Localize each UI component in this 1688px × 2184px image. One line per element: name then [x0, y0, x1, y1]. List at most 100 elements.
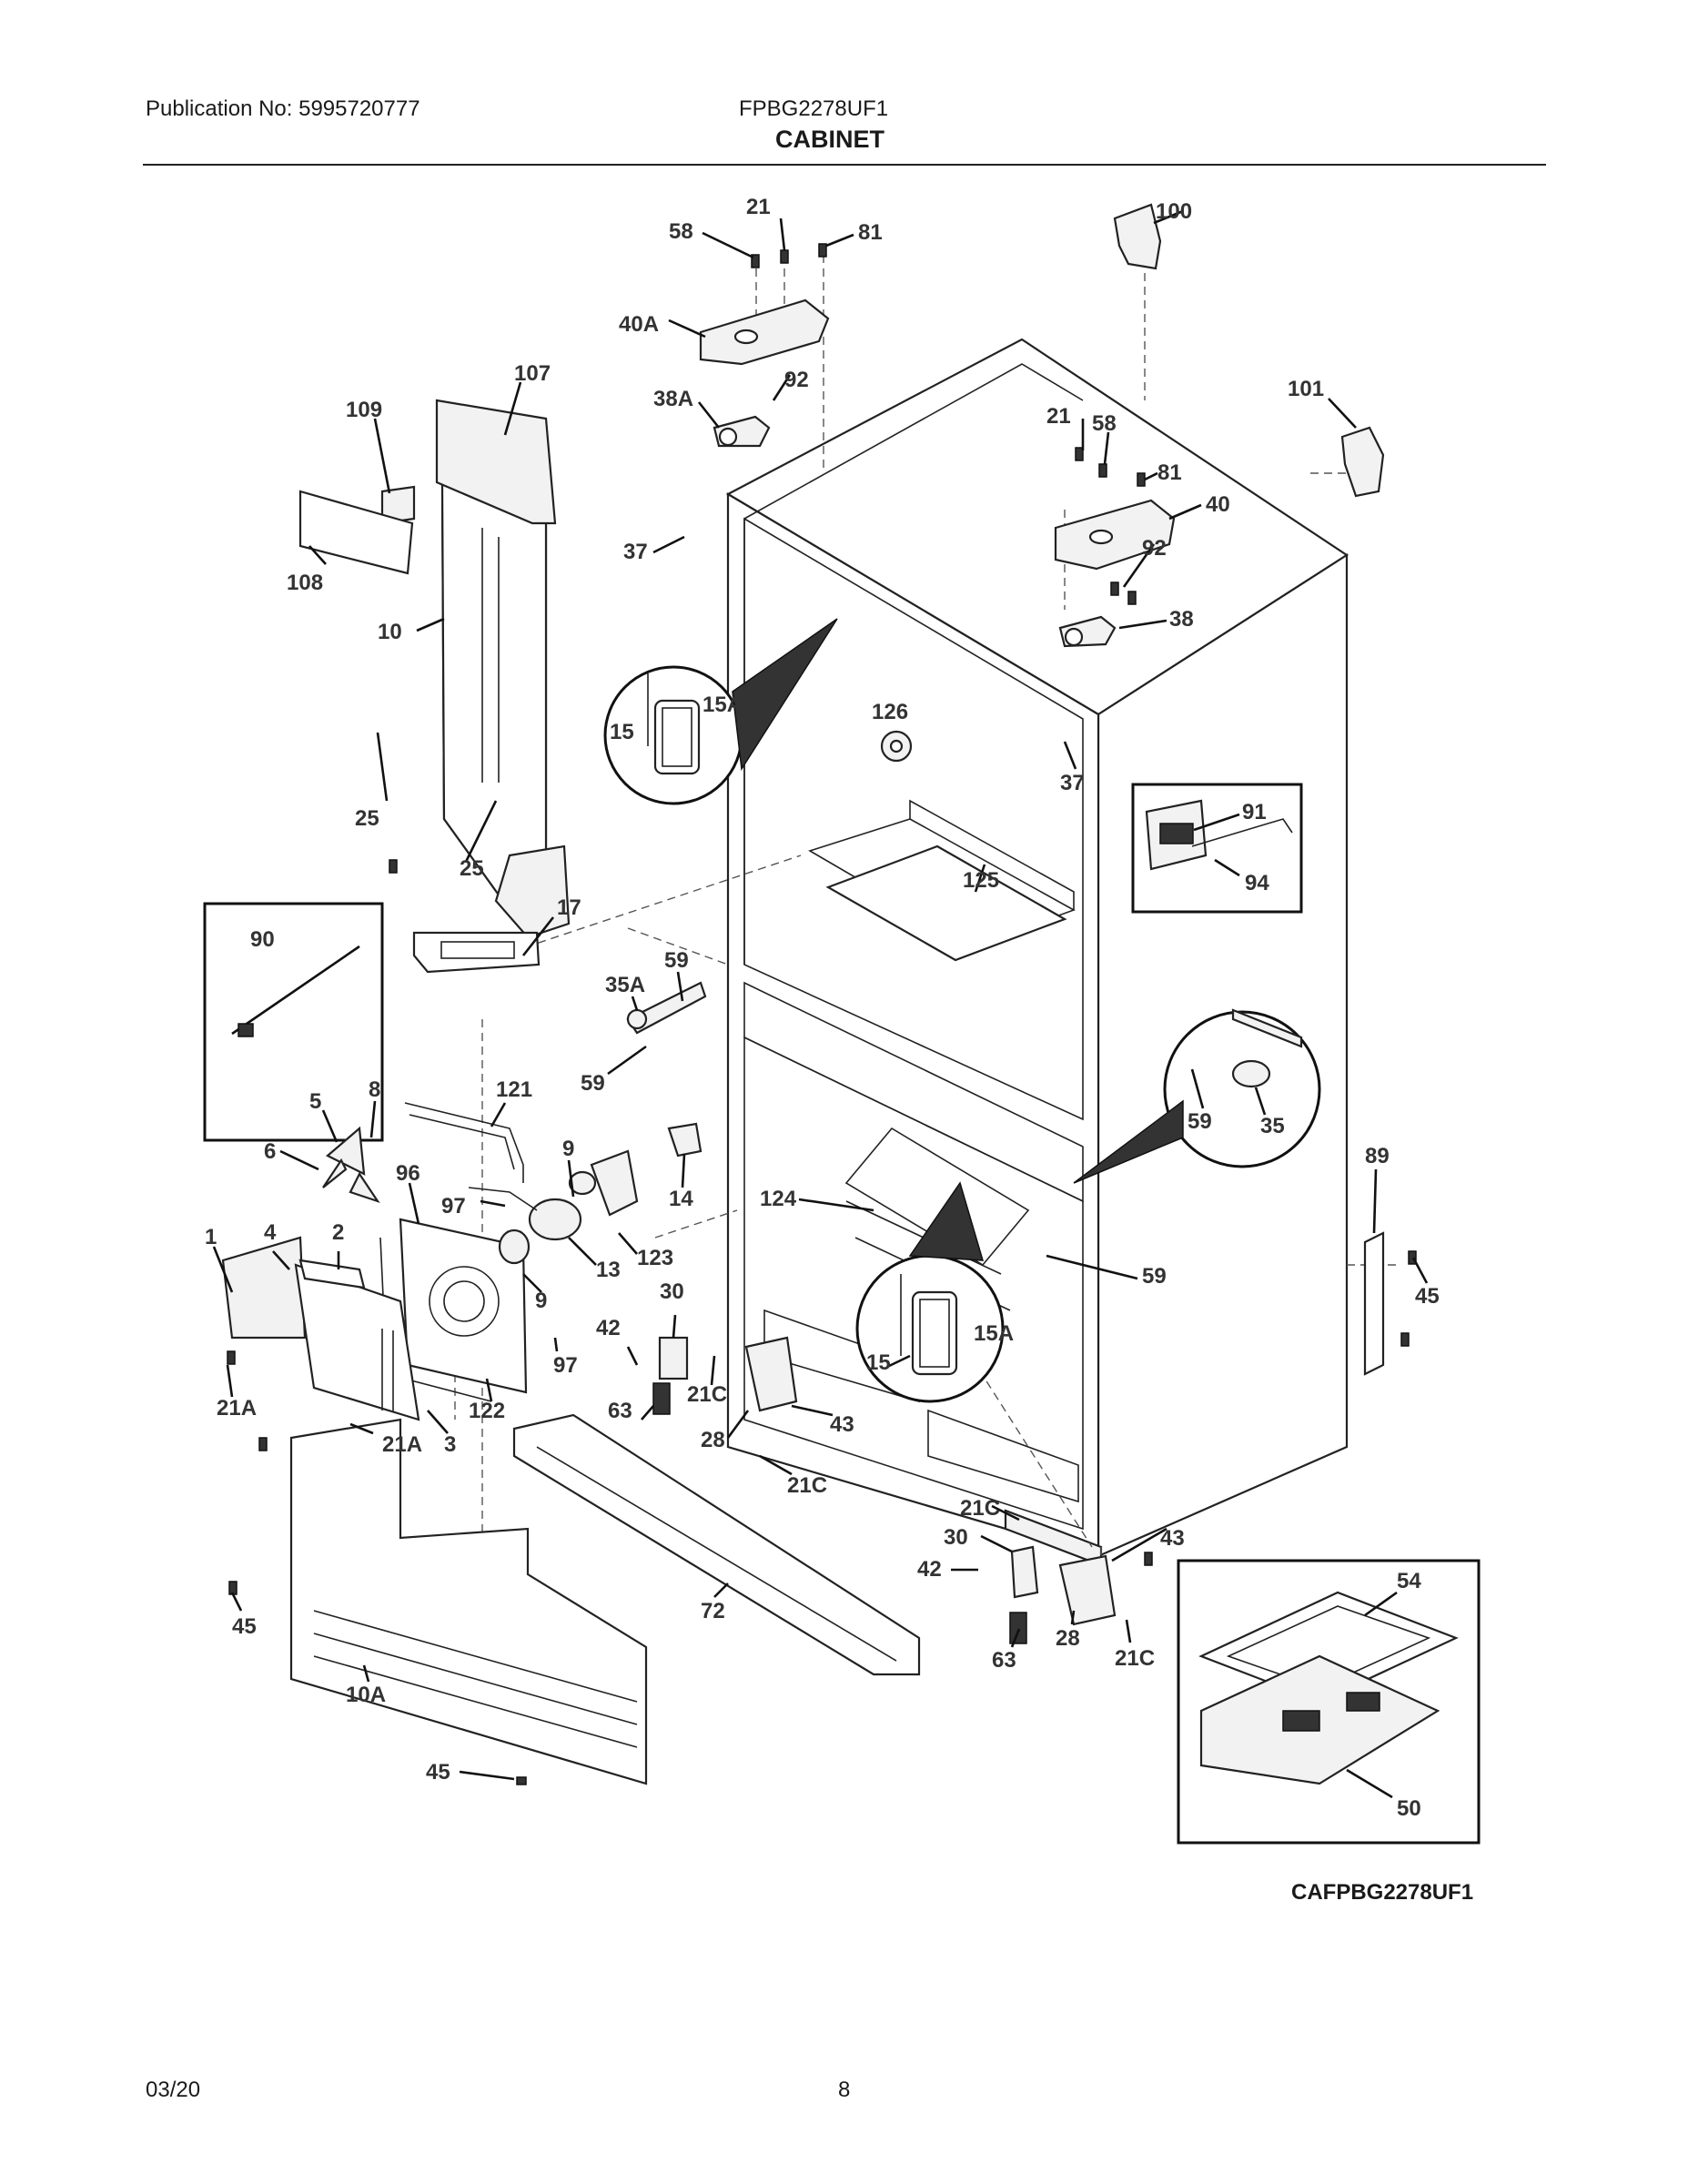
callout-13: 13 — [596, 1258, 621, 1282]
callout-21: 21 — [746, 195, 771, 219]
inset-box-91-94 — [1131, 783, 1303, 914]
callout-8: 8 — [369, 1077, 380, 1102]
callout-58: 58 — [1092, 411, 1117, 436]
cabinet-body — [725, 338, 1349, 1567]
header-divider — [143, 164, 1546, 166]
callout-109: 109 — [346, 398, 382, 422]
inset-box-90 — [203, 902, 384, 1142]
callout-17: 17 — [557, 895, 581, 920]
callout-121: 121 — [496, 1077, 532, 1102]
fan-blade-5 — [322, 1126, 380, 1204]
air-duct-assembly — [298, 399, 571, 974]
light-socket-126 — [880, 730, 913, 763]
callout-40A: 40A — [619, 312, 659, 337]
callout-100: 100 — [1156, 199, 1192, 224]
callout-40: 40 — [1206, 492, 1230, 517]
damper-bracket-35A — [626, 981, 707, 1035]
callout-42: 42 — [917, 1557, 942, 1582]
callout-101: 101 — [1288, 377, 1324, 401]
model-number: FPBG2278UF1 — [739, 96, 889, 121]
callout-63: 63 — [608, 1399, 632, 1423]
callout-labels: 58 21 81 100 40A 92 38A 107 109 108 10 3… — [205, 195, 1440, 1821]
hinge-cover-brackets — [1113, 203, 1385, 498]
callout-35A: 35A — [605, 973, 645, 997]
callout-21A: 21A — [382, 1432, 422, 1457]
callout-15: 15 — [610, 720, 634, 744]
callout-3: 3 — [444, 1432, 456, 1457]
detail-15-15A-upper — [603, 618, 838, 805]
callout-59: 59 — [1188, 1109, 1212, 1134]
bracket-121 — [404, 1102, 524, 1183]
lower-hinge-left — [652, 1336, 798, 1415]
callout-89: 89 — [1365, 1144, 1390, 1168]
hinge-right-top — [1054, 499, 1176, 648]
toe-grille-72 — [512, 1413, 921, 1676]
callout-59: 59 — [664, 948, 689, 973]
callout-30: 30 — [944, 1525, 968, 1550]
callout-4: 4 — [264, 1220, 277, 1245]
inset-box-54-50 — [1177, 1559, 1481, 1845]
rear-access-cover-10A — [289, 1418, 648, 1785]
callout-97: 97 — [441, 1194, 466, 1218]
callout-14: 14 — [669, 1187, 693, 1211]
callout-38A: 38A — [653, 387, 693, 411]
callout-54: 54 — [1397, 1569, 1421, 1593]
callout-21A: 21A — [217, 1396, 257, 1421]
callout-38: 38 — [1169, 607, 1194, 632]
callout-37: 37 — [1060, 771, 1085, 795]
fan-motor-assembly — [468, 1149, 639, 1265]
hinge-left-top — [699, 298, 830, 448]
callout-43: 43 — [830, 1412, 854, 1437]
callout-97: 97 — [553, 1353, 578, 1378]
callout-126: 126 — [872, 700, 908, 724]
lower-hinge-right — [1009, 1545, 1117, 1644]
callout-15A: 15A — [974, 1321, 1014, 1346]
callout-21C: 21C — [960, 1496, 1000, 1521]
callout-28: 28 — [1056, 1626, 1080, 1651]
page-number: 8 — [838, 2078, 851, 2102]
callout-9: 9 — [562, 1137, 574, 1161]
callout-21C: 21C — [687, 1382, 727, 1407]
leader-lines — [212, 209, 1429, 1799]
callout-15: 15 — [866, 1350, 891, 1375]
callout-15A: 15A — [702, 693, 743, 717]
side-bracket-89 — [1363, 1231, 1385, 1376]
callout-10: 10 — [378, 620, 402, 644]
callout-123: 123 — [637, 1246, 673, 1270]
callout-2: 2 — [332, 1220, 344, 1245]
callout-21C: 21C — [787, 1473, 827, 1498]
page-title: CABINET — [775, 126, 884, 153]
callout-28: 28 — [701, 1428, 725, 1452]
callout-50: 50 — [1397, 1796, 1421, 1821]
callout-72: 72 — [701, 1599, 725, 1623]
callout-45: 45 — [426, 1760, 450, 1785]
callout-25: 25 — [460, 856, 484, 881]
callout-42: 42 — [596, 1316, 621, 1340]
publication-number: Publication No: 5995720777 — [146, 96, 420, 121]
callout-1: 1 — [205, 1225, 217, 1249]
callout-45: 45 — [1415, 1284, 1440, 1309]
callout-63: 63 — [992, 1648, 1016, 1673]
callout-5: 5 — [309, 1089, 321, 1114]
callout-30: 30 — [660, 1279, 684, 1304]
callout-92: 92 — [1142, 536, 1167, 561]
callout-43: 43 — [1160, 1526, 1185, 1551]
callout-96: 96 — [396, 1161, 420, 1186]
callout-94: 94 — [1245, 871, 1269, 895]
callout-21C: 21C — [1115, 1646, 1155, 1671]
evaporator-fan-cover-96 — [379, 1218, 528, 1402]
screw-fasteners — [227, 243, 1417, 1785]
callout-59: 59 — [1142, 1264, 1167, 1289]
callout-37: 37 — [623, 540, 648, 564]
callout-81: 81 — [1157, 460, 1182, 485]
callout-108: 108 — [287, 571, 323, 595]
fan-housing-1-2-3-4 — [221, 1236, 420, 1421]
revision-date: 03/20 — [146, 2078, 201, 2102]
callout-91: 91 — [1242, 800, 1267, 824]
callout-21: 21 — [1046, 404, 1071, 429]
callout-107: 107 — [514, 361, 551, 386]
diagram-code: CAFPBG2278UF1 — [1291, 1880, 1474, 1905]
callout-35: 35 — [1260, 1114, 1285, 1138]
callout-9: 9 — [535, 1289, 547, 1313]
